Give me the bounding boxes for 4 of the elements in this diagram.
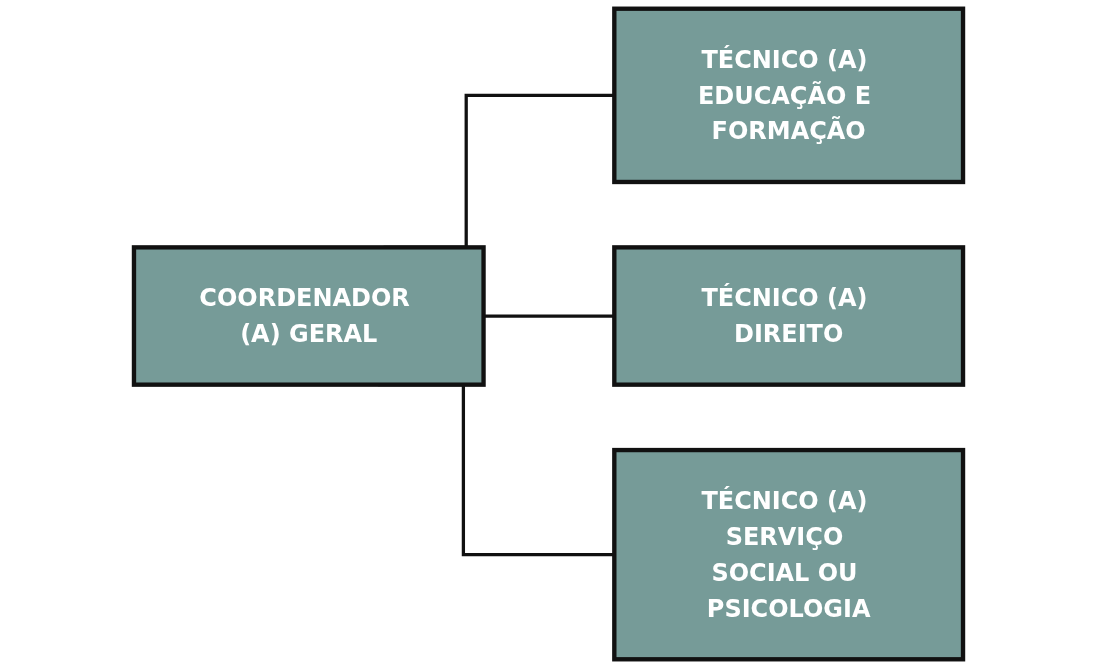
node-box: TÉCNICO (A) DIREITO bbox=[612, 245, 966, 387]
node-box: TÉCNICO (A) EDUCAÇÃO E FORMAÇÃO bbox=[612, 6, 966, 185]
node-box: TÉCNICO (A) SERVIÇO SOCIAL OU PSICOLOGIA bbox=[612, 447, 966, 662]
node-box: COORDENADOR (A) GERAL bbox=[131, 245, 486, 387]
